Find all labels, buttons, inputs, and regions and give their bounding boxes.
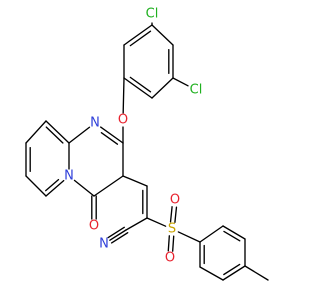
bond-t5-t6 xyxy=(199,266,224,281)
bond-p5-p4 xyxy=(25,175,47,197)
bond-a6-a1 xyxy=(123,24,153,46)
bond-a1-a2 xyxy=(151,24,174,46)
bond-s-o1-second xyxy=(169,206,173,223)
bond-t4-t5 xyxy=(222,265,246,281)
bond-vinyl-s xyxy=(146,217,167,227)
atom-label-o-carbonyl: O xyxy=(89,219,99,234)
atom-label-n-nitrile: N xyxy=(99,237,109,252)
bond-s-o1 xyxy=(174,206,178,223)
bond-n-c9a xyxy=(68,126,91,144)
bond-nitrile-2 xyxy=(107,226,125,239)
bond-p7-p6 xyxy=(25,120,47,144)
bond-a3-cl xyxy=(172,77,189,87)
bond-nbridge-c4 xyxy=(73,179,95,197)
bond-c2-n-inner xyxy=(100,132,119,145)
bond-s-o2-second xyxy=(172,235,175,252)
bond-a6-a1-inner xyxy=(129,30,152,47)
bond-c3-vinyl xyxy=(122,175,148,187)
atom-label-o-ether: O xyxy=(118,113,128,128)
bond-vinyl-cn xyxy=(125,217,148,231)
atom-label-cl2: Cl xyxy=(190,83,203,98)
bond-c2-n xyxy=(100,126,124,144)
bond-s-o2 xyxy=(167,235,170,252)
bond-t4-t5-inner xyxy=(223,263,241,276)
bond-c9a-p7-inner xyxy=(45,126,64,144)
bond-nitrile-3 xyxy=(110,232,129,244)
bond-c4-c3 xyxy=(93,175,124,197)
bond-t1-t2 xyxy=(199,225,224,243)
atom-label-n-ring: N xyxy=(90,116,100,131)
bond-p4-nbridge-inner xyxy=(45,178,60,192)
bond-nitrile xyxy=(109,229,127,241)
bond-a5-o xyxy=(122,77,125,114)
bond-a4-a5-inner xyxy=(129,76,152,93)
bond-t4-methyl xyxy=(244,265,269,281)
atom-label-s: S xyxy=(168,222,176,237)
bond-a3-a4 xyxy=(151,77,174,99)
bond-a4-a5 xyxy=(123,77,153,99)
bond-c9a-p7 xyxy=(45,120,70,144)
atom-label-o-s1: O xyxy=(170,193,180,208)
atom-label-cl1: Cl xyxy=(146,7,159,22)
bond-layer xyxy=(25,22,269,281)
atom-label-n-bridge: N xyxy=(64,169,74,184)
bond-p4-nbridge xyxy=(45,179,65,197)
bond-t2-t3 xyxy=(222,225,246,240)
bond-s-tolyl xyxy=(177,231,201,243)
bond-t2-t3-inner xyxy=(223,230,241,242)
atom-label-o-s2: O xyxy=(165,251,175,266)
